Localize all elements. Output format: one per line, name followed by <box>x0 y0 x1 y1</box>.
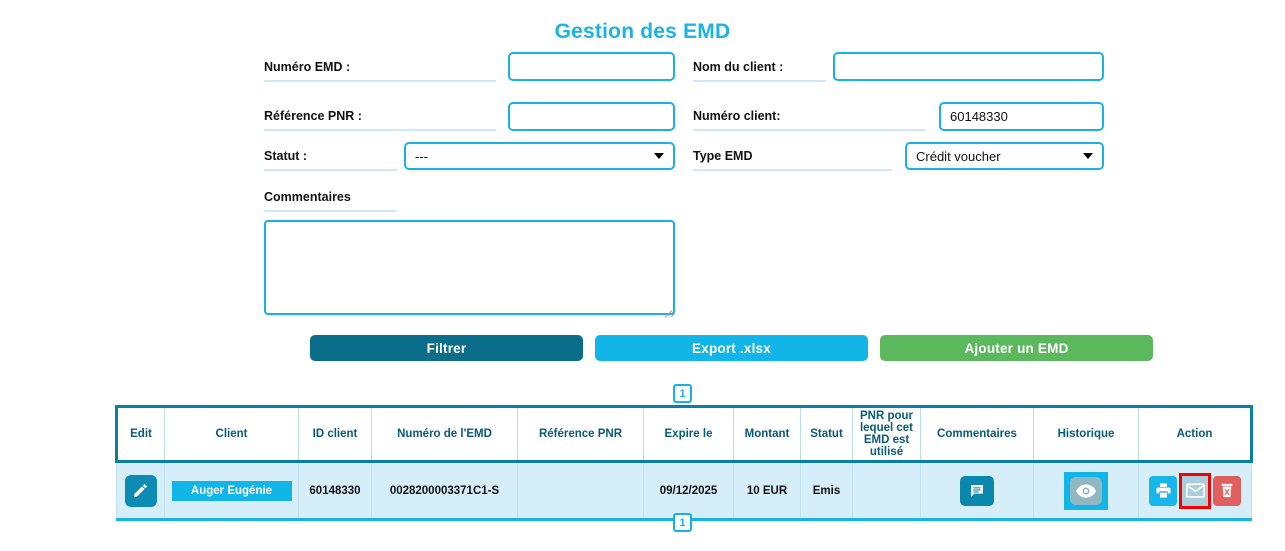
col-numero-emd: Numéro de l'EMD <box>371 406 518 462</box>
pagination-bottom-page-1[interactable]: 1 <box>673 513 692 532</box>
mail-icon-highlighted[interactable] <box>1179 472 1211 509</box>
select-type-emd-value: Crédit voucher <box>916 148 1001 164</box>
col-statut: Statut <box>800 406 853 462</box>
col-edit: Edit <box>115 406 165 462</box>
col-reference-pnr: Référence PNR <box>517 406 644 462</box>
col-client: Client <box>164 406 299 462</box>
action-button-group <box>1149 472 1241 509</box>
input-nom-client[interactable] <box>833 52 1104 81</box>
col-pnr-utilise: PNR pour lequel cet EMD est utilisé <box>852 406 921 462</box>
filter-form: Numéro EMD : Nom du client : Référence P… <box>0 52 1285 332</box>
cell-id-client: 60148330 <box>298 461 372 520</box>
col-action: Action <box>1138 406 1253 462</box>
select-statut[interactable]: --- <box>404 142 675 170</box>
trash-icon[interactable] <box>1213 475 1241 506</box>
eye-icon <box>1070 476 1102 505</box>
col-historique: Historique <box>1033 406 1139 462</box>
input-reference-pnr[interactable] <box>508 102 675 131</box>
label-reference-pnr: Référence PNR : <box>264 109 496 131</box>
input-numero-emd[interactable] <box>508 52 675 81</box>
label-numero-emd: Numéro EMD : <box>264 60 496 82</box>
select-statut-value: --- <box>415 148 428 164</box>
label-type-emd: Type EMD <box>693 149 892 171</box>
table-row: Auger Eugénie 60148330 0028200003371C1-S… <box>116 461 1252 520</box>
emd-table: Edit Client ID client Numéro de l'EMD Ré… <box>115 405 1253 521</box>
print-icon[interactable] <box>1149 475 1177 506</box>
filter-button[interactable]: Filtrer <box>310 335 583 361</box>
cell-montant: 10 EUR <box>733 461 801 520</box>
cell-reference-pnr <box>517 461 644 520</box>
export-xlsx-button[interactable]: Export .xlsx <box>595 335 868 361</box>
label-commentaires: Commentaires <box>264 190 397 212</box>
comment-icon[interactable] <box>960 475 994 506</box>
label-nom-client: Nom du client : <box>693 60 826 82</box>
textarea-commentaires[interactable] <box>264 220 675 315</box>
cell-numero-emd: 0028200003371C1-S <box>371 461 518 520</box>
table-header-row: Edit Client ID client Numéro de l'EMD Ré… <box>115 406 1253 462</box>
col-commentaires: Commentaires <box>920 406 1034 462</box>
cell-expire-le: 09/12/2025 <box>643 461 734 520</box>
col-expire-le: Expire le <box>643 406 734 462</box>
historique-button[interactable] <box>1064 471 1108 510</box>
col-id-client: ID client <box>298 406 372 462</box>
cell-statut: Emis <box>800 461 853 520</box>
page-title: Gestion des EMD <box>554 20 731 43</box>
pagination-top-page-1[interactable]: 1 <box>673 384 692 403</box>
input-numero-client[interactable] <box>939 102 1104 131</box>
cell-client: Auger Eugénie <box>164 461 299 520</box>
cell-action <box>1138 461 1252 520</box>
cell-pnr-utilise <box>852 461 921 520</box>
chevron-down-icon <box>654 153 664 159</box>
cell-historique <box>1033 461 1139 520</box>
label-numero-client: Numéro client: <box>693 109 926 131</box>
pencil-icon[interactable] <box>124 474 157 507</box>
label-statut: Statut : <box>264 149 397 171</box>
add-emd-button[interactable]: Ajouter un EMD <box>880 335 1153 361</box>
chevron-down-icon <box>1083 153 1093 159</box>
cell-edit <box>116 461 165 520</box>
client-name-chip[interactable]: Auger Eugénie <box>171 480 292 501</box>
col-montant: Montant <box>733 406 801 462</box>
select-type-emd[interactable]: Crédit voucher <box>905 142 1104 170</box>
cell-commentaires <box>920 461 1034 520</box>
